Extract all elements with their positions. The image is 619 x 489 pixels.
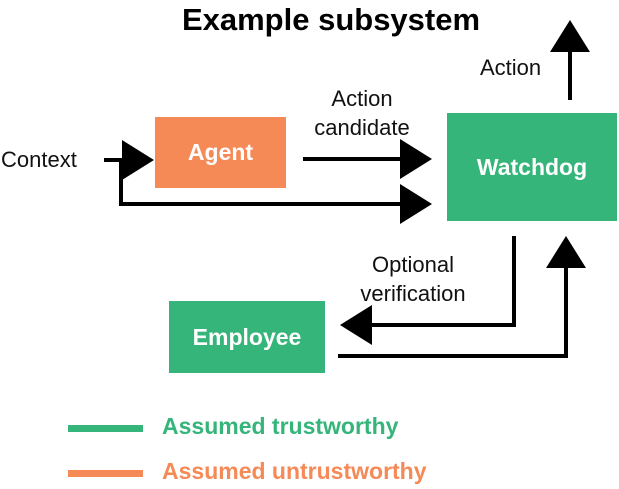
watchdog-label: Watchdog bbox=[476, 153, 588, 180]
agent-label: Agent bbox=[187, 139, 254, 165]
employee-label: Employee bbox=[192, 323, 302, 350]
action-label: Action bbox=[480, 55, 542, 80]
action-candidate-line2: candidate bbox=[314, 115, 410, 140]
arrow-context-to-watchdog bbox=[119, 160, 432, 224]
agent-node: Agent bbox=[155, 117, 286, 188]
optional-verification-line2: verification bbox=[360, 281, 466, 306]
legend-untrustworthy-swatch bbox=[68, 470, 143, 477]
arrow-watchdog-to-employee bbox=[340, 236, 516, 345]
arrow-employee-to-watchdog bbox=[338, 236, 586, 358]
context-label: Context bbox=[1, 147, 77, 172]
action-candidate-line1: Action bbox=[331, 86, 393, 111]
diagram-title: Example subsystem bbox=[181, 2, 481, 37]
watchdog-node: Watchdog bbox=[447, 113, 617, 221]
legend-trustworthy-swatch bbox=[68, 425, 143, 432]
employee-node: Employee bbox=[169, 301, 325, 373]
optional-verification-line1: Optional bbox=[372, 252, 454, 277]
optional-verification-label: Optional verification bbox=[343, 250, 483, 308]
legend-untrustworthy-label: Assumed untrustworthy bbox=[162, 458, 427, 484]
action-candidate-label: Action candidate bbox=[297, 84, 427, 142]
legend-trustworthy-label: Assumed trustworthy bbox=[162, 413, 399, 439]
